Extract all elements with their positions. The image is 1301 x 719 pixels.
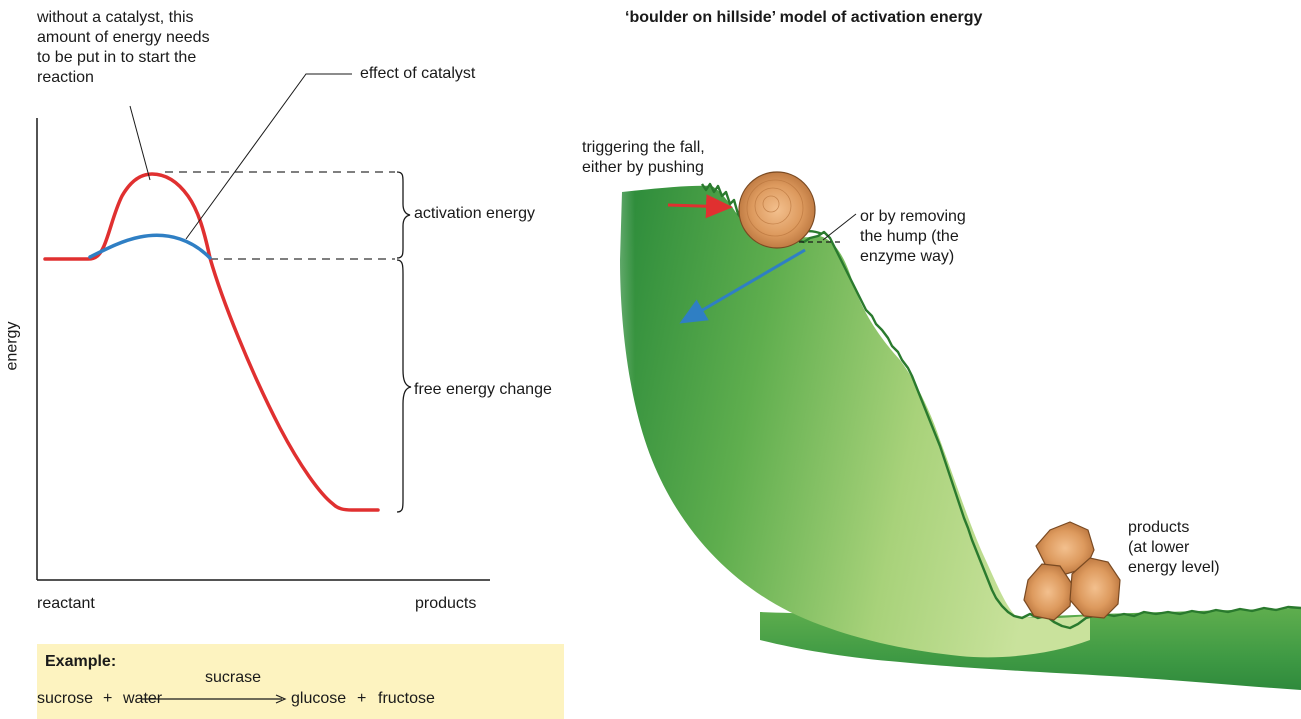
activation-energy-brace [397,172,410,258]
boulder [739,172,815,248]
hill-left-fade [600,190,700,700]
reactant-sucrose: sucrose [37,689,93,709]
free-energy-brace [397,260,411,512]
push-arrow [668,205,730,207]
x-axis-start-label: reactant [37,594,95,614]
x-axis-end-label: products [415,594,476,614]
uncatalysed-leader-line [130,106,150,180]
energy-graph [37,74,490,580]
free-energy-change-label: free energy change [414,380,552,400]
plus-sign-1: + [103,689,112,709]
product-fructose: fructose [378,689,435,709]
hillside-title: ‘boulder on hillside’ model of activatio… [625,8,982,28]
hump-label: or by removing the hump (the enzyme way) [860,207,1020,267]
uncatalysed-annotation: without a catalyst, this amount of energ… [37,8,277,88]
enzyme-label: sucrase [205,668,261,688]
push-label: triggering the fall, either by pushing [582,138,782,178]
uncatalysed-curve [45,174,378,510]
reactant-water: water [123,689,162,709]
example-heading: Example: [45,652,116,672]
plus-sign-2: + [357,689,366,709]
product-glucose: glucose [291,689,346,709]
catalyst-annotation: effect of catalyst [360,64,475,84]
reaction-arrow [142,695,285,703]
product-boulders [1024,522,1120,620]
products-label: products (at lower energy level) [1128,518,1278,578]
activation-energy-label: activation energy [414,204,535,224]
hump-leader-line [823,214,856,240]
y-axis-label: energy [2,322,22,371]
catalyst-leader-line [186,74,352,239]
